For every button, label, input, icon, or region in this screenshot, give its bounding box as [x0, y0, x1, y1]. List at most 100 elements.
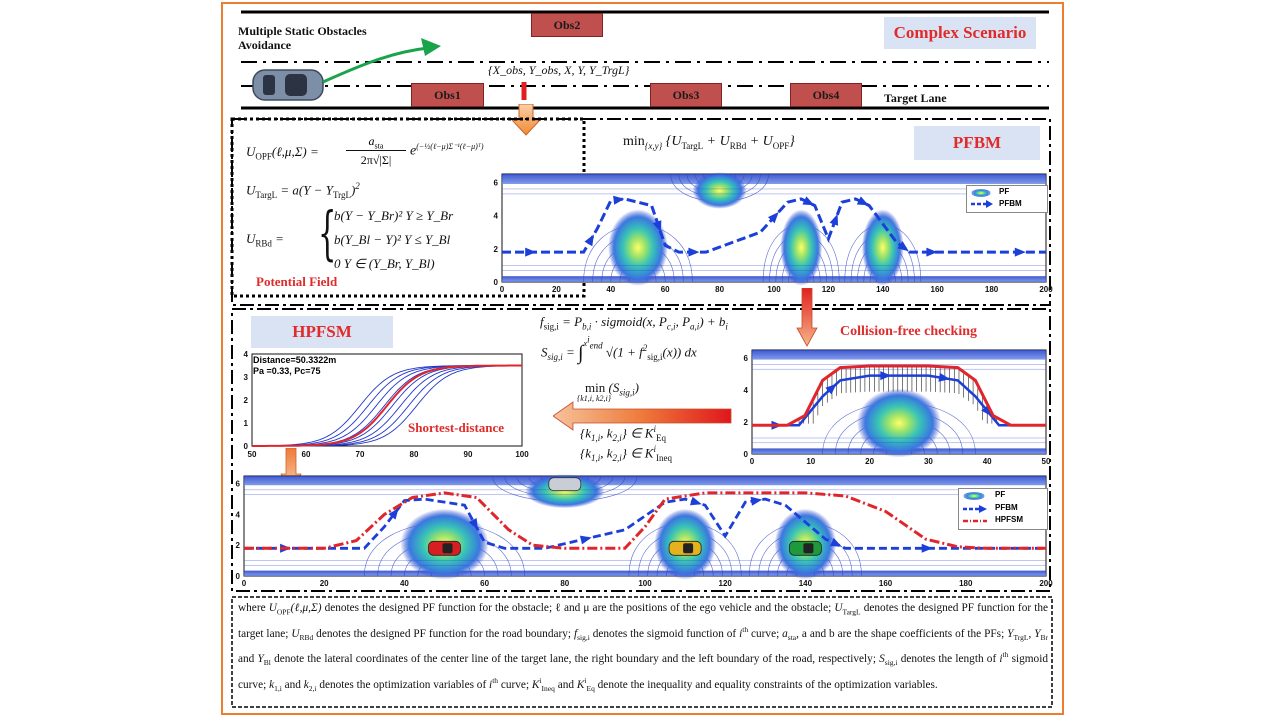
x-tick-label: 120 — [822, 285, 836, 294]
road-drawing — [241, 10, 1049, 110]
top-boundary-band — [244, 476, 1046, 486]
top-boundary-band — [752, 350, 1046, 360]
note-asta-sub: sta — [787, 632, 797, 642]
x-tick-label: 80 — [410, 450, 419, 459]
note-keq: K — [576, 678, 585, 691]
vehicle-window-icon — [442, 543, 453, 554]
obstacle-obs4: Obs4 — [790, 83, 862, 107]
note-uopf-sub: OPF — [276, 607, 291, 617]
y-tick-label: 2 — [494, 245, 499, 254]
direction-arrow-icon — [579, 535, 592, 545]
note-p7: , a and b are the shape coefficients of … — [796, 627, 1008, 640]
note-p16: denote the inequality and equality const… — [594, 678, 938, 691]
y-tick-label: 0 — [494, 278, 499, 287]
eq-s-sig: Ssig,i = ∫xiend √(1 + f2sig,i(x)) dx — [541, 334, 697, 364]
pf-blob — [525, 474, 605, 509]
shortest-curve — [252, 364, 522, 447]
note-p6: curve; — [748, 627, 783, 640]
note-bl-sub: Bl — [263, 658, 271, 668]
x-tick-label: 80 — [560, 579, 569, 588]
y-tick-label: 4 — [744, 386, 749, 395]
y-tick-label: 6 — [744, 354, 749, 363]
eq-u-opf: UOPF(ℓ,μ,Σ) = — [246, 144, 319, 162]
obstacle-obs1: Obs1 — [411, 83, 484, 107]
pfbm-path — [752, 374, 1046, 427]
bottom-boundary-band — [502, 276, 1046, 282]
eq-rbd-case-2: b(Y_Bl − Y)² Y ≤ Y_Bl — [334, 232, 451, 247]
top-boundary-band — [502, 174, 1046, 184]
arrow-down-red-icon — [796, 288, 818, 347]
eq-opf-exp: e(−½(ℓ−μ)Σ⁻¹(ℓ−μ)ᵀ) — [410, 142, 484, 159]
note-kineq: K — [531, 678, 540, 691]
direction-arrow-icon — [388, 508, 399, 520]
pfbm-legend: PF PFBM — [966, 185, 1048, 213]
eq-opf-num: asta — [346, 134, 406, 152]
x-tick-label: 100 — [638, 579, 652, 588]
y-tick-label: 6 — [494, 178, 499, 187]
x-tick-label: 30 — [924, 457, 933, 466]
note-text: where UOPF(ℓ,μ,Σ) denotes the designed P… — [238, 602, 1049, 694]
x-tick-label: 120 — [719, 579, 733, 588]
x-tick-label: 20 — [320, 579, 329, 588]
note-k2: k — [303, 678, 309, 691]
direction-arrow-icon — [690, 496, 702, 506]
note-p3: denotes the designed PF function for the… — [238, 602, 1049, 640]
vehicle-icon — [548, 477, 582, 492]
vehicle-window-icon — [803, 543, 814, 554]
note-p11: sigmoid curve; — [238, 653, 1048, 691]
pfbm-objective: min{x,y} {UTargL + URBd + UOPF} — [623, 134, 795, 151]
note-p9: denote the lateral coordinates of the ce… — [270, 653, 880, 666]
note-fsig-sub: sig,i — [577, 632, 590, 642]
note-th: th — [742, 624, 749, 634]
note-p8: and — [238, 653, 258, 666]
note-i: i — [739, 627, 743, 640]
note-y1: Y — [1007, 627, 1014, 640]
y-tick-label: 4 — [244, 350, 249, 359]
pf-blob — [692, 172, 747, 209]
note-k1-sub: 1,i — [274, 684, 282, 694]
note-p10: denotes the length of — [897, 653, 1000, 666]
legend-bottom-pfbm: PFBM — [995, 503, 1018, 512]
x-tick-label: 0 — [242, 579, 247, 588]
direction-arrow-icon — [926, 247, 938, 257]
note-rbd-sub: RBd — [299, 632, 314, 642]
note-p14: curve; — [498, 678, 532, 691]
x-tick-label: 160 — [931, 285, 945, 294]
hpfsm-path — [244, 491, 1046, 550]
direction-arrow-icon — [1014, 247, 1026, 257]
x-tick-label: 180 — [985, 285, 999, 294]
note-p15: and — [554, 678, 577, 691]
y-tick-label: 4 — [236, 510, 241, 519]
direction-arrow-icon — [584, 234, 594, 247]
x-tick-label: 40 — [983, 457, 992, 466]
note-ineq-sub: Ineq — [541, 684, 555, 694]
target-lane-label: Target Lane — [884, 91, 947, 105]
pf-blob — [856, 388, 942, 458]
direction-arrow-icon — [652, 220, 662, 233]
legend-bottom-pf: PF — [995, 490, 1006, 499]
plot-area — [501, 173, 1047, 283]
x-tick-label: 200 — [1039, 579, 1053, 588]
y-tick-label: 0 — [244, 442, 249, 451]
legend-icons — [971, 189, 993, 208]
hpfsm-path — [752, 364, 1046, 427]
x-tick-label: 50 — [248, 450, 257, 459]
note-s: S — [879, 653, 885, 666]
eq-opf-den: 2π√|Σ| — [360, 153, 392, 167]
x-tick-label: 60 — [302, 450, 311, 459]
complex-scenario-title: Complex Scenario — [884, 17, 1036, 49]
pf-blob — [861, 209, 904, 286]
note-y3: Y — [257, 653, 264, 666]
note-i3: i — [489, 678, 493, 691]
x-tick-label: 160 — [879, 579, 893, 588]
eq-constraint-eq: {k1,i, k2,i} ∈ KiEq — [580, 424, 666, 443]
note-p4: denotes the designed PF function for the… — [313, 627, 574, 640]
direction-arrow-icon — [897, 241, 909, 252]
eq-u-targl: UTargL = a(Y − YTrgL)2 — [246, 181, 360, 200]
x-tick-label: 70 — [356, 450, 365, 459]
y-tick-label: 2 — [244, 396, 249, 405]
note-th3: th — [492, 676, 499, 686]
x-tick-label: 50 — [1042, 457, 1051, 466]
y-tick-label: 2 — [236, 541, 241, 550]
